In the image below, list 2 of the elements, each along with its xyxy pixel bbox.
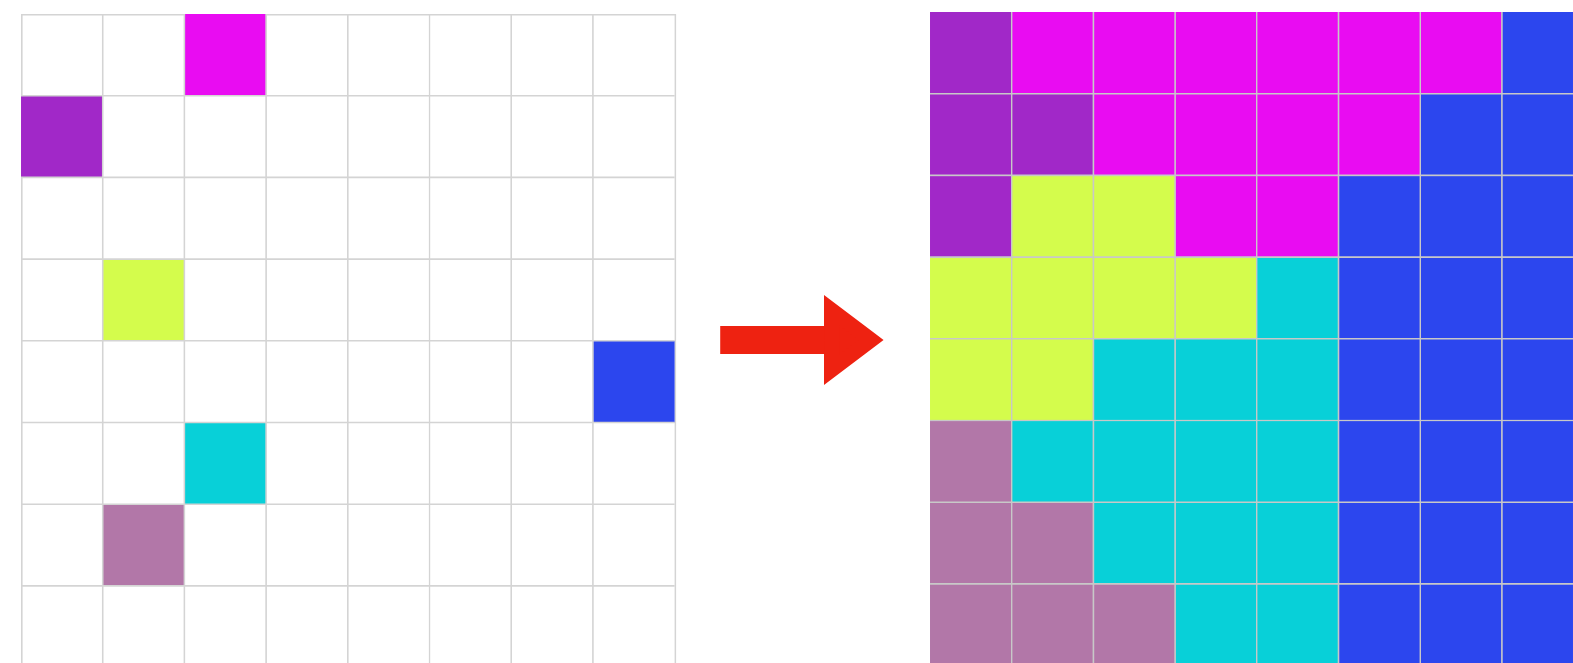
grid-drawing [20, 13, 677, 663]
grid-drawing [929, 11, 1573, 663]
